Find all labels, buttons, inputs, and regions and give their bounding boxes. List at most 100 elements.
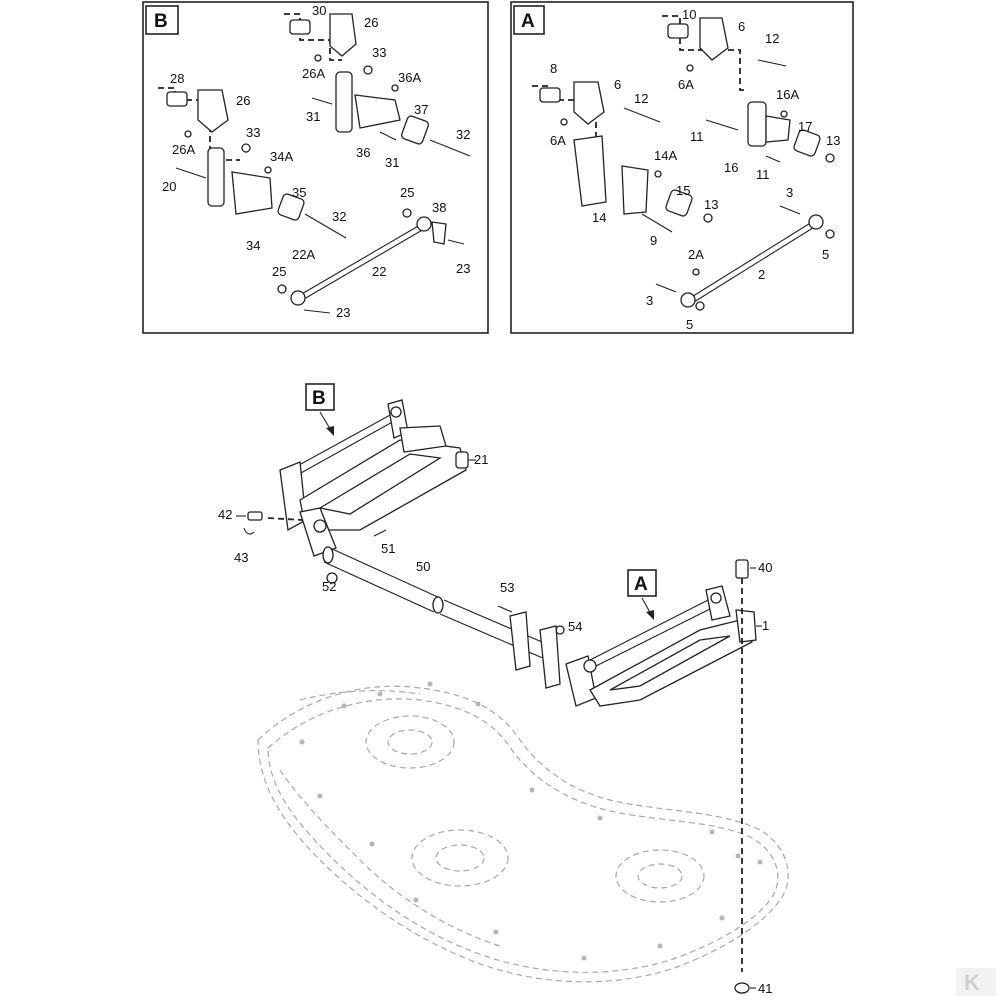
panel-b-label: 38 — [432, 200, 446, 215]
panel-a-label: 2 — [758, 267, 765, 282]
panel-a-arm-16 — [747, 101, 767, 147]
main-clip-43 — [243, 527, 255, 535]
panel-a-bolt-12b — [623, 107, 661, 123]
main-arm-right — [539, 625, 561, 689]
panel-a-rod-end-lower — [680, 292, 696, 308]
panel-a-rod-2 — [689, 221, 813, 299]
mower-deck-outline — [257, 681, 789, 983]
rear-lift-frame-21 — [279, 399, 469, 557]
panel-a-label: 17 — [798, 119, 812, 134]
panel-b-rod-end-upper — [416, 216, 432, 232]
panel-a-bolt-3b — [655, 283, 677, 293]
panel-b-frame — [142, 1, 489, 334]
panel-a-nut-5a — [825, 229, 835, 239]
panel-a-nut-5b — [695, 301, 705, 311]
main-nut-52 — [326, 572, 338, 584]
front-lift-frame-1 — [565, 585, 757, 707]
panel-a-label: 16 — [724, 160, 738, 175]
panel-b-label: 32 — [456, 127, 470, 142]
panel-a-plate-b — [621, 165, 649, 215]
panel-a-label: 15 — [676, 183, 690, 198]
panel-a-label: 5 — [822, 247, 829, 262]
panel-a-nut-13a — [825, 153, 835, 163]
main-arm-left — [509, 611, 531, 671]
panel-b-bolt-23b — [447, 239, 465, 245]
panel-a-tube-17 — [793, 129, 821, 157]
panel-a-plate — [765, 115, 791, 143]
panel-b-bolt-31a — [311, 97, 333, 105]
panel-b-rod-22 — [299, 224, 421, 296]
panel-b-label: 31 — [385, 155, 399, 170]
panel-b-label: 26A — [172, 142, 195, 157]
panel-b-label: 26A — [302, 66, 325, 81]
panel-b-pin-26a-b — [184, 130, 192, 138]
main-label: 53 — [500, 580, 514, 595]
panel-b-pin-26a — [314, 54, 322, 62]
panel-b-label: 23 — [336, 305, 350, 320]
panel-a-label: 6 — [614, 77, 621, 92]
panel-b-bushing-28 — [166, 91, 188, 107]
panel-b-label: 23 — [456, 261, 470, 276]
main-label: 41 — [758, 981, 772, 996]
main-label: 51 — [381, 541, 395, 556]
panel-a-label: 12 — [634, 91, 648, 106]
panel-b-arm-upper — [335, 71, 353, 133]
panel-a-clip-2a — [692, 268, 700, 276]
panel-a-label: 12 — [765, 31, 779, 46]
panel-b-pivot-34 — [231, 171, 273, 215]
panel-b-tube-35 — [277, 193, 305, 221]
panel-a-clip-16a — [780, 110, 788, 118]
main-tag-a-arrowhead — [646, 610, 654, 620]
panel-a-clip-14a — [654, 170, 662, 178]
main-pin-42 — [247, 511, 263, 521]
panel-a-nut-13b — [703, 213, 713, 223]
main-label: 54 — [568, 619, 582, 634]
panel-a-bushing-10 — [667, 23, 689, 39]
panel-b-label: 34A — [270, 149, 293, 164]
main-label: 43 — [234, 550, 248, 565]
panel-a-label: 6A — [550, 133, 566, 148]
panel-b-bolt-32a — [429, 139, 471, 157]
main-tag-a: A — [634, 574, 648, 595]
panel-b-label: 36 — [356, 145, 370, 160]
panel-a-label: 10 — [682, 7, 696, 22]
panel-b-tag: B — [154, 11, 168, 32]
main-label: 52 — [322, 579, 336, 594]
panel-a-rod-2-edge — [693, 225, 817, 303]
panel-b-label: 20 — [162, 179, 176, 194]
panel-a-tag: A — [521, 11, 535, 32]
panel-b-arm-lower — [207, 147, 225, 207]
panel-a-bolt-11a — [705, 119, 739, 131]
panel-b-label: 37 — [414, 102, 428, 117]
main-label: 21 — [474, 452, 488, 467]
panel-b-tag-box — [145, 5, 179, 35]
panel-b-bolt-20 — [175, 167, 207, 179]
panel-a-bolt-3a — [779, 205, 801, 215]
panel-a-bracket-6 — [699, 17, 729, 61]
panel-b-label: 33 — [246, 125, 260, 140]
main-bolt-40 — [735, 559, 749, 579]
panel-b-label: 30 — [312, 3, 326, 18]
panel-b-rod-end-lower — [290, 290, 306, 306]
panel-a-label: 16A — [776, 87, 799, 102]
panel-a-arm-14 — [573, 135, 607, 207]
panel-b-nut-33a — [363, 65, 373, 75]
main-assembly: B — [218, 383, 789, 996]
panel-a-label: 5 — [686, 317, 693, 332]
panel-b-dashline-2 — [158, 87, 240, 161]
panel-b-bracket-26b — [197, 89, 229, 133]
main-nut-41 — [734, 982, 750, 994]
main-dashline-pin — [267, 517, 303, 521]
panel-b-bracket-26 — [329, 13, 357, 57]
panel-b-nut-33b — [241, 143, 251, 153]
panel-a-label: 14 — [592, 210, 606, 225]
panel-a-label: 8 — [550, 61, 557, 76]
main-label: 1 — [762, 618, 769, 633]
main-tag-b-box — [305, 383, 335, 411]
panel-a-bolt-11b — [765, 155, 781, 163]
main-shaft-50 — [322, 546, 557, 663]
panel-b-label: 33 — [372, 45, 386, 60]
panel-a-label: 13 — [704, 197, 718, 212]
panel-b-nut-25b — [277, 284, 287, 294]
